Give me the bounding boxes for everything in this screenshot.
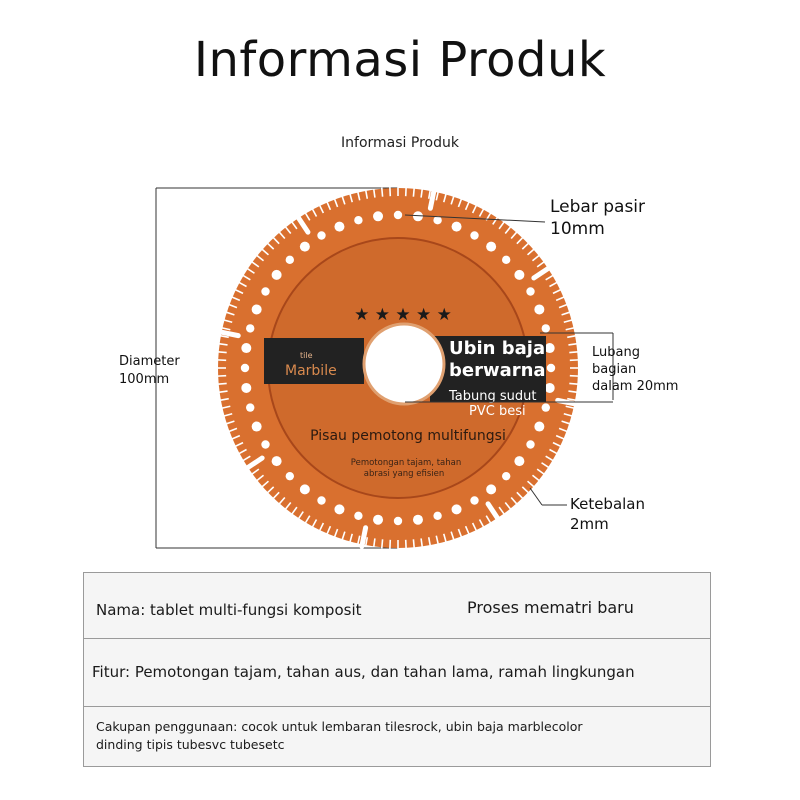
blade-teeth (217, 187, 579, 549)
scope-text-2: dinding tipis tubesvc tubesetc (96, 737, 285, 752)
arbor-hole (362, 322, 446, 406)
thickness-value: 2mm (570, 515, 609, 533)
scope-text-1: Cakupan penggunaan: cocok untuk lembaran… (96, 719, 583, 734)
table-row-features: Fitur: Pemotongan tajam, tahan aus, dan … (84, 639, 710, 707)
diameter-label: Diameter (119, 354, 180, 369)
blade-main-text: Pisau pemotong multifungsi (310, 428, 506, 444)
sand-width-callout: Lebar pasir 10mm (550, 196, 645, 240)
table-row-name: Nama: tablet multi-fungsi komposit Prose… (84, 573, 710, 639)
hub-label-line1: Ubin baja (449, 338, 545, 359)
hub-label-line2: berwarna (449, 360, 546, 381)
hub-band (430, 336, 546, 402)
hub-label-line4: PVC besi (469, 404, 526, 419)
inner-hole-value: dalam 20mm (592, 379, 679, 394)
rating-stars: ★ ★ ★ ★ ★ (354, 305, 452, 325)
page-title: Informasi Produk (193, 32, 607, 88)
diameter-dimension-lines (155, 187, 398, 549)
blade-sub-text-2: abrasi yang efisien (364, 469, 445, 479)
process-text: Proses mematri baru (467, 598, 634, 617)
sand-width-value: 10mm (550, 219, 605, 239)
diameter-callout: Diameter 100mm (119, 353, 180, 389)
inner-hole-label-1: Lubang (592, 345, 640, 360)
logo-text: Marbile (285, 363, 337, 379)
logo-small-text: tile (300, 351, 313, 360)
hub-label-line3: Tabung sudut (448, 389, 536, 404)
table-row-scope: Cakupan penggunaan: cocok untuk lembaran… (84, 707, 710, 766)
product-name: Nama: tablet multi-fungsi komposit (96, 601, 362, 619)
cutting-blade (217, 187, 579, 549)
blade-hole-ring (240, 210, 556, 526)
thickness-label: Ketebalan (570, 495, 646, 513)
inner-hole-callout: Lubang bagian dalam 20mm (592, 344, 678, 395)
inner-hole-label-2: bagian (592, 362, 637, 377)
thickness-callout: Ketebalan 2mm (570, 494, 645, 534)
blade-diagram: ★ ★ ★ ★ ★ tile Marbile Ubin baja berwarn… (155, 187, 614, 549)
callout-leader-lines (404, 214, 614, 506)
features-text: Fitur: Pemotongan tajam, tahan aus, dan … (92, 663, 635, 681)
sand-width-label: Lebar pasir (550, 197, 646, 217)
product-info-table: Nama: tablet multi-fungsi komposit Prose… (83, 572, 711, 767)
logo-band (264, 338, 364, 384)
diameter-value: 100mm (119, 372, 170, 387)
page-subtitle: Informasi Produk (341, 135, 459, 151)
blade-sub-text-1: Pemotongan tajam, tahan (351, 458, 461, 468)
